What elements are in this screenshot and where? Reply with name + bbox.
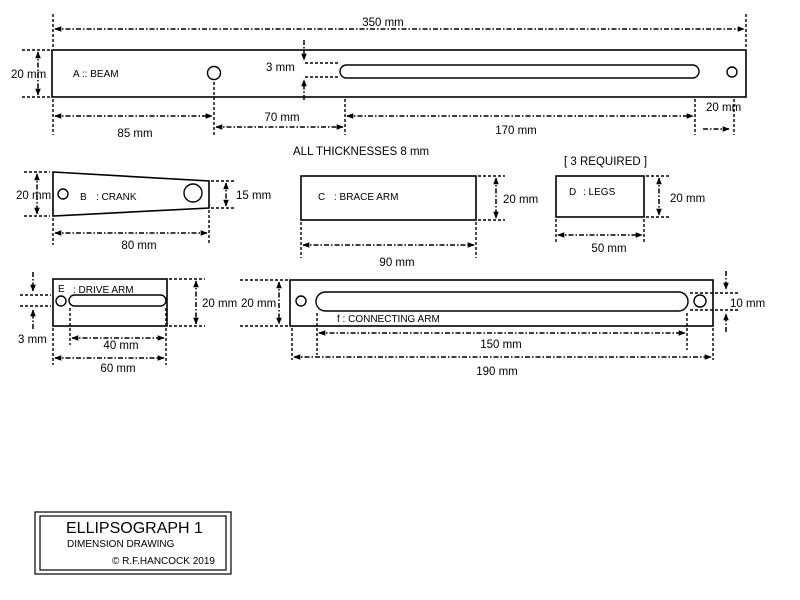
beam-slot-width-label: 3 mm: [266, 62, 295, 74]
legs-required-note: [ 3 REQUIRED ]: [564, 156, 647, 168]
crank-body: [52, 171, 210, 217]
beam-label: A :: BEAM: [73, 69, 119, 80]
brace-arm-length-label: 90 mm: [379, 257, 414, 269]
beam-part: A :: BEAM: [51, 49, 747, 98]
crank-hole-right: [183, 183, 203, 203]
drive-arm-slot: [68, 294, 167, 307]
connecting-arm-length-label: 190 mm: [476, 366, 518, 378]
connecting-arm-slot-label: 10 mm: [730, 298, 765, 310]
beam-slot: [339, 64, 700, 79]
beam-hole-right: [726, 66, 738, 78]
beam-85-label: 85 mm: [117, 128, 152, 140]
crank-width-label: 20 mm: [16, 190, 51, 202]
beam-slot-170-label: 170 mm: [495, 125, 537, 137]
legs-part: D : LEGS [ 3 REQUIRED ]: [555, 156, 647, 218]
title-block-credit: © R.F.HANCOCK 2019: [112, 556, 215, 567]
drive-arm-hole: [55, 295, 67, 307]
drive-arm-length-label: 60 mm: [100, 363, 135, 375]
drive-arm-slot-width-label: 3 mm: [18, 334, 47, 346]
drive-arm-part: E : DRIVE ARM: [52, 278, 168, 327]
title-block: ELLIPSOGRAPH 1 DIMENSION DRAWING © R.F.H…: [34, 511, 232, 575]
legs-letter: D: [569, 187, 576, 198]
legs-dimensions: 20 mm 50 mm: [555, 175, 705, 255]
brace-arm-label: : BRACE ARM: [334, 192, 398, 203]
title-block-subtitle: DIMENSION DRAWING: [67, 539, 175, 550]
connecting-arm-width-label: 20 mm: [241, 298, 276, 310]
crank-dimensions: 20 mm 15 mm 80 mm: [16, 171, 271, 252]
drive-arm-width-label: 20 mm: [202, 298, 237, 310]
beam-70-label: 70 mm: [264, 112, 299, 124]
brace-arm-width-label: 20 mm: [503, 194, 538, 206]
connecting-arm-dimensions: 20 mm 10 mm 150 mm 190 mm: [240, 271, 765, 378]
thickness-note: ALL THICKNESSES 8 mm: [293, 146, 429, 158]
beam-end-20-label: 20 mm: [706, 102, 741, 114]
drive-arm-letter: E: [58, 284, 65, 295]
connecting-arm-hole-right: [693, 294, 707, 308]
beam-hole-left: [206, 65, 222, 81]
crank-label: : CRANK: [96, 192, 137, 203]
drive-arm-slot-length-label: 40 mm: [103, 340, 138, 352]
drive-arm-dimensions: 3 mm 20 mm 40 mm 60 mm: [18, 272, 237, 375]
connecting-arm-hole-left: [295, 295, 307, 307]
beam-width-label: 20 mm: [11, 69, 46, 81]
connecting-arm-part: f : CONNECTING ARM: [289, 279, 714, 327]
legs-body: [555, 175, 645, 218]
beam-dimensions: 350 mm 20 mm 3 mm 85 mm 70 mm 170 mm 20 …: [11, 14, 747, 140]
legs-label: : LEGS: [583, 187, 616, 198]
connecting-arm-slot: [315, 291, 689, 312]
title-block-title: ELLIPSOGRAPH 1: [66, 520, 203, 537]
legs-width-label: 20 mm: [670, 193, 705, 205]
crank-end-label: 15 mm: [236, 190, 271, 202]
connecting-arm-slot-length-label: 150 mm: [480, 339, 522, 351]
brace-arm-letter: C: [318, 192, 325, 203]
crank-hole-left: [57, 188, 69, 200]
crank-letter: B: [80, 192, 87, 203]
connecting-arm-label: f : CONNECTING ARM: [337, 314, 440, 325]
crank-length-label: 80 mm: [121, 240, 156, 252]
brace-arm-part: C : BRACE ARM: [300, 175, 477, 221]
drive-arm-label: : DRIVE ARM: [73, 285, 134, 296]
beam-length-label: 350 mm: [362, 17, 404, 29]
crank-part: B : CRANK: [52, 171, 210, 217]
brace-arm-dimensions: 20 mm 90 mm: [300, 175, 538, 269]
legs-length-label: 50 mm: [591, 243, 626, 255]
brace-arm-body: [300, 175, 477, 221]
